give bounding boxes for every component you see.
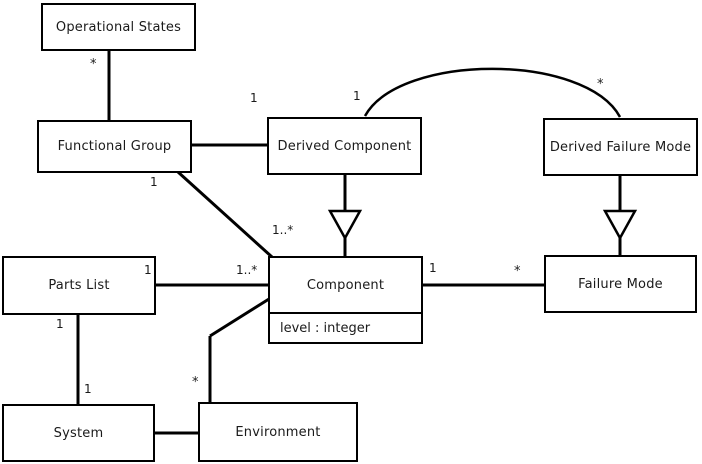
multiplicity-component-failure-mode-target: * [514,264,521,279]
multiplicity-op-states-functional-group: * [90,57,97,72]
class-name-derived-failure-mode: Derived Failure Mode [549,139,692,155]
class-name-system: System [53,425,104,441]
generalization-triangle-component [327,209,363,241]
class-box-system[interactable]: System [2,404,155,462]
multiplicity-derived-component-arc-source: 1 [353,89,361,103]
class-box-derived-failure-mode[interactable]: Derived Failure Mode [543,118,698,176]
class-box-functional-group[interactable]: Functional Group [37,120,192,173]
class-name-component: Component [306,277,385,293]
multiplicity-environment-component: * [192,375,199,390]
class-box-derived-component[interactable]: Derived Component [267,117,422,175]
class-name-functional-group: Functional Group [57,139,172,154]
edge-environment-component-diagonal [209,297,270,338]
class-attributes-component: level : integer [270,312,421,342]
class-name-failure-mode: Failure Mode [578,276,663,292]
class-box-failure-mode[interactable]: Failure Mode [544,255,697,313]
multiplicity-parts-list-component-source: 1 [144,263,152,277]
class-attribute-level: level : integer [280,320,371,336]
multiplicity-functional-group-component-target: 1..* [272,223,294,237]
class-box-component[interactable]: Component level : integer [268,256,423,344]
multiplicity-parts-list-system-source: 1 [56,317,64,331]
class-box-environment[interactable]: Environment [198,402,358,462]
class-box-operational-states[interactable]: Operational States [41,3,196,51]
class-name-derived-component: Derived Component [277,138,412,154]
multiplicity-parts-list-system-target: 1 [84,382,92,396]
multiplicity-functional-group-component-source: 1 [150,175,158,189]
class-name-environment: Environment [235,424,321,440]
multiplicity-parts-list-component-target: 1..* [236,263,258,277]
class-name-operational-states: Operational States [55,19,182,35]
multiplicity-functional-group-derived-component: 1 [250,91,258,105]
class-box-parts-list[interactable]: Parts List [2,256,156,315]
class-name-parts-list: Parts List [48,278,110,293]
edge-derived-component-derived-failure-mode-arc [363,67,622,118]
edge-functional-group-component [176,170,274,259]
generalization-triangle-failure-mode [602,209,638,241]
multiplicity-component-failure-mode-source: 1 [429,261,437,275]
multiplicity-derived-failure-mode-arc-target: * [597,77,604,92]
